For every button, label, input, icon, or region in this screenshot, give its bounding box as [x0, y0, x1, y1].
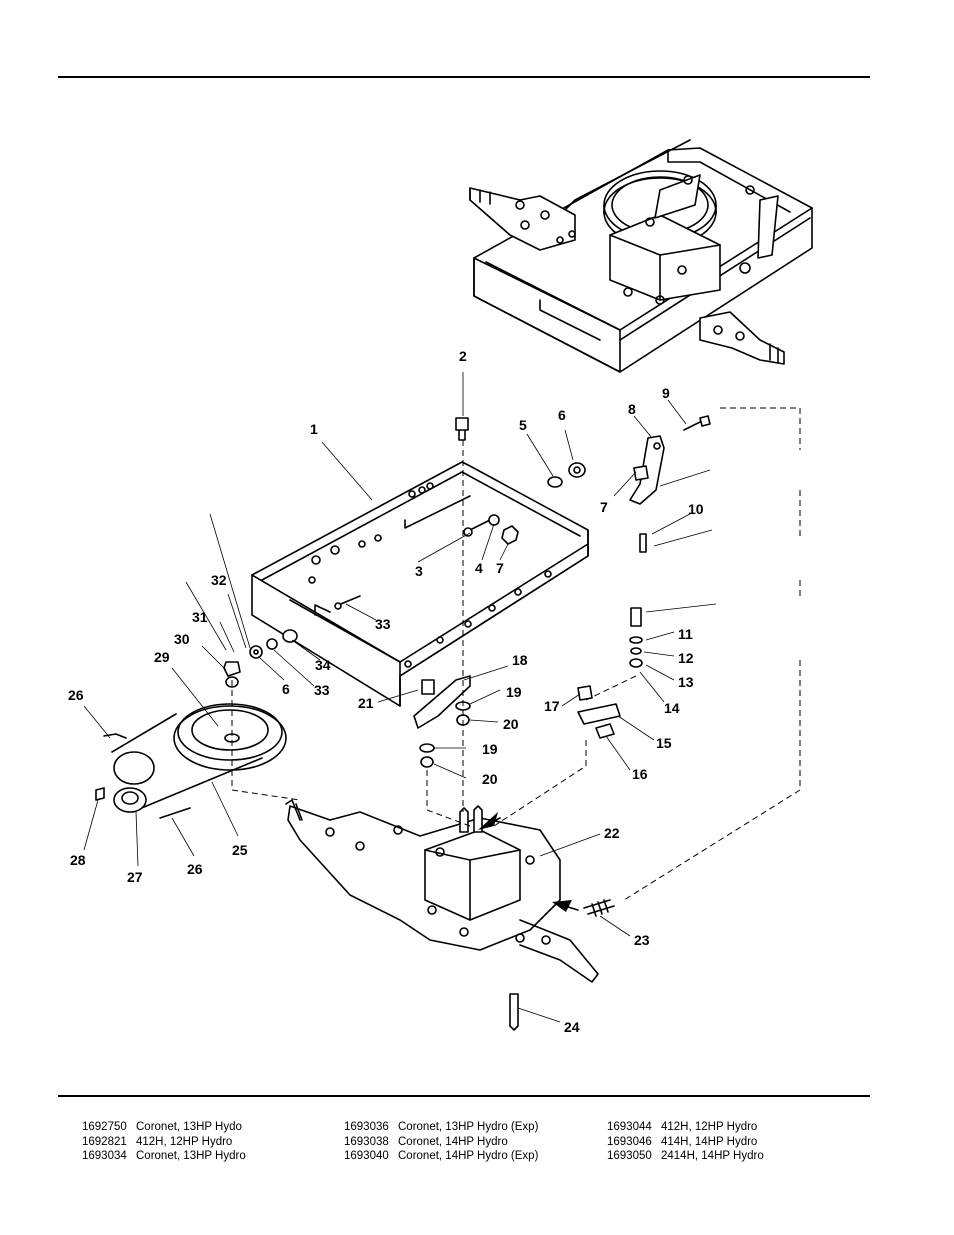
top-rule	[58, 76, 870, 78]
callout-label: 18	[512, 652, 528, 668]
callout-label: 14	[664, 700, 680, 716]
callout-label: 26	[68, 687, 84, 703]
model-description: Coronet, 13HP Hydro (Exp)	[398, 1121, 539, 1133]
callout-label: 33	[375, 616, 391, 632]
callout-label: 9	[662, 385, 670, 401]
model-row: 1693044 412H, 12HP Hydro	[607, 1120, 764, 1135]
model-row: 1693038 Coronet, 14HP Hydro	[344, 1135, 538, 1150]
model-row: 1693040 Coronet, 14HP Hydro (Exp)	[344, 1149, 538, 1164]
model-row: 1693034 Coronet, 13HP Hydro	[82, 1149, 246, 1164]
callout-label: 17	[544, 698, 560, 714]
model-description: 2414H, 14HP Hydro	[661, 1150, 764, 1162]
frame-hardware	[223, 417, 586, 688]
callout-label: 12	[678, 650, 694, 666]
callout-label: 20	[482, 771, 498, 787]
model-row: 1693036 Coronet, 13HP Hydro (Exp)	[344, 1120, 538, 1135]
model-number: 1693038	[344, 1135, 389, 1148]
callout-label: 25	[232, 842, 248, 858]
callout-label: 33	[314, 682, 330, 698]
assembled-frame-inset	[469, 139, 813, 373]
bottom-rule	[58, 1095, 870, 1097]
callout-label: 7	[600, 499, 608, 515]
callout-label: 6	[282, 681, 290, 697]
model-row: 1692750 Coronet, 13HP Hydo	[82, 1120, 246, 1135]
pulley-belt-assembly	[95, 703, 287, 819]
callout-label: 8	[628, 401, 636, 417]
callout-label: 7	[496, 560, 504, 576]
model-number: 1693040	[344, 1150, 389, 1162]
callout-label: 23	[634, 932, 650, 948]
callout-label: 13	[678, 674, 694, 690]
callout-label: 29	[154, 649, 170, 665]
model-description: 412H, 12HP Hydro	[136, 1135, 233, 1148]
callout-label: 16	[632, 766, 648, 782]
callout-label: 30	[174, 631, 190, 647]
callout-label: 27	[127, 869, 143, 885]
model-row: 1693046 414H, 14HP Hydro	[607, 1135, 764, 1150]
callout-label: 28	[70, 852, 86, 868]
callout-label: 1	[310, 421, 318, 437]
model-description: Coronet, 13HP Hydo	[136, 1121, 242, 1133]
callout-label: 4	[475, 560, 483, 576]
bracket-part-8	[629, 415, 711, 553]
arrowheads	[478, 812, 572, 912]
model-number: 1692750	[82, 1121, 127, 1133]
callout-label: 15	[656, 735, 672, 751]
callout-label: 10	[688, 501, 704, 517]
hardware-11-17	[577, 607, 643, 739]
callout-label: 5	[519, 417, 527, 433]
callout-label: 32	[211, 572, 227, 588]
callout-label: 20	[503, 716, 519, 732]
model-number: 1693046	[607, 1135, 652, 1148]
model-description: Coronet, 14HP Hydro	[398, 1135, 508, 1148]
model-number: 1692821	[82, 1135, 127, 1148]
callout-label: 34	[315, 657, 331, 673]
model-number: 1693036	[344, 1121, 389, 1133]
callout-label: 2	[459, 348, 467, 364]
bracket-part-18	[413, 675, 471, 768]
callout-label: 19	[506, 684, 522, 700]
callout-label: 21	[358, 695, 374, 711]
transmission-part-22	[285, 799, 615, 1031]
callout-labels: 2 1 5 6 8 9 7 10 3 4 7 33 32 31 30 29 34…	[68, 348, 704, 1035]
callout-label: 3	[415, 563, 423, 579]
callout-label: 31	[192, 609, 208, 625]
model-number: 1693050	[607, 1150, 652, 1162]
model-list-column-3: 1693044 412H, 12HP Hydro 1693046 414H, 14H…	[607, 1120, 764, 1164]
model-list-column-1: 1692750 Coronet, 13HP Hydo 1692821 412H, 1…	[82, 1120, 246, 1164]
model-row: 1692821 412H, 12HP Hydro	[82, 1135, 246, 1150]
model-number: 1693034	[82, 1150, 127, 1162]
model-description: 412H, 12HP Hydro	[661, 1121, 758, 1133]
callout-label: 26	[187, 861, 203, 877]
callout-label: 19	[482, 741, 498, 757]
callout-label: 11	[678, 626, 693, 642]
callout-label: 22	[604, 825, 620, 841]
frame-part-1	[251, 461, 589, 707]
dashed-lines	[231, 407, 801, 901]
model-list-column-2: 1693036 Coronet, 13HP Hydro (Exp) 1693038…	[344, 1120, 538, 1164]
model-description: 414H, 14HP Hydro	[661, 1135, 758, 1148]
model-row: 1693050 2414H, 14HP Hydro	[607, 1149, 764, 1164]
callout-label: 24	[564, 1019, 580, 1035]
leader-lines	[83, 372, 717, 1023]
model-description: Coronet, 13HP Hydro	[136, 1150, 246, 1162]
model-description: Coronet, 14HP Hydro (Exp)	[398, 1150, 539, 1162]
callout-label: 6	[558, 407, 566, 423]
model-number: 1693044	[607, 1121, 652, 1133]
